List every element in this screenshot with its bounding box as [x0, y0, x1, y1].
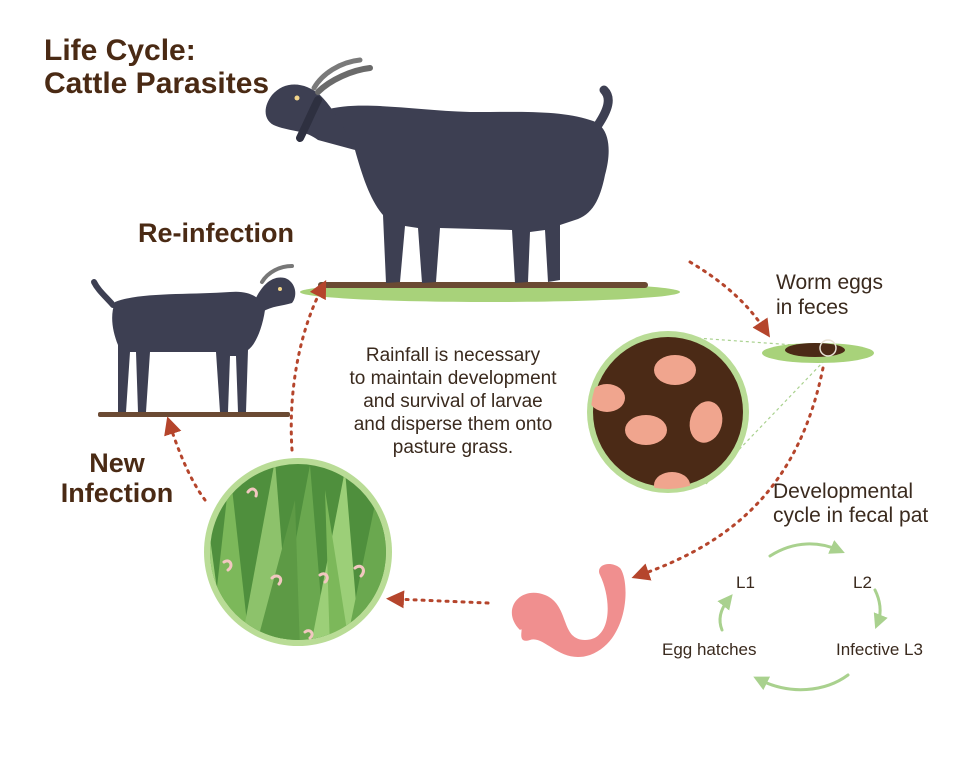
rainfall-line-3: and survival of larvae	[363, 391, 543, 412]
larvae-icon	[222, 487, 365, 640]
developmental-cycle-arrows	[717, 540, 888, 692]
infective-l3-label: Infective L3	[836, 640, 923, 659]
stage-l1-label: L1	[736, 573, 755, 592]
worm-eggs-line-1: Worm eggs	[776, 271, 883, 294]
reinfection-label: Re-infection	[138, 218, 295, 248]
feces-eggs-circle	[587, 331, 826, 493]
worm-eggs-label: Worm eggs in feces	[776, 270, 883, 320]
larva-worm-icon	[511, 564, 626, 658]
egg-hatches-label: Egg hatches	[662, 640, 757, 659]
cycle-arrows	[164, 260, 825, 609]
rainfall-line-5: pasture grass.	[392, 437, 514, 458]
pasture-grass-circle	[204, 458, 392, 646]
title-line-1: Life Cycle:	[44, 34, 196, 67]
new-infection-line-2: Infection	[60, 478, 174, 508]
developmental-line-1: Developmental	[773, 480, 914, 503]
rainfall-line-4: and disperse them onto	[353, 414, 553, 435]
developmental-line-2: cycle in fecal pat	[773, 504, 929, 527]
stage-l2-label: L2	[853, 573, 872, 592]
new-infection-label: New Infection	[52, 448, 182, 508]
rainfall-line-1: Rainfall is necessary	[365, 345, 541, 366]
small-goat-illustration	[91, 264, 296, 417]
title-line-2: Cattle Parasites	[44, 67, 270, 100]
fecal-pat-icon	[762, 339, 874, 363]
rainfall-line-2: to maintain development	[349, 368, 557, 389]
rainfall-note: Rainfall is necessary to maintain develo…	[318, 344, 588, 459]
developmental-cycle-label: Developmental cycle in fecal pat	[773, 480, 928, 528]
worm-eggs-line-2: in feces	[776, 296, 849, 319]
large-goat-illustration	[265, 57, 680, 302]
new-infection-line-1: New	[89, 448, 145, 478]
diagram-title: Life Cycle: Cattle Parasites	[44, 34, 269, 100]
